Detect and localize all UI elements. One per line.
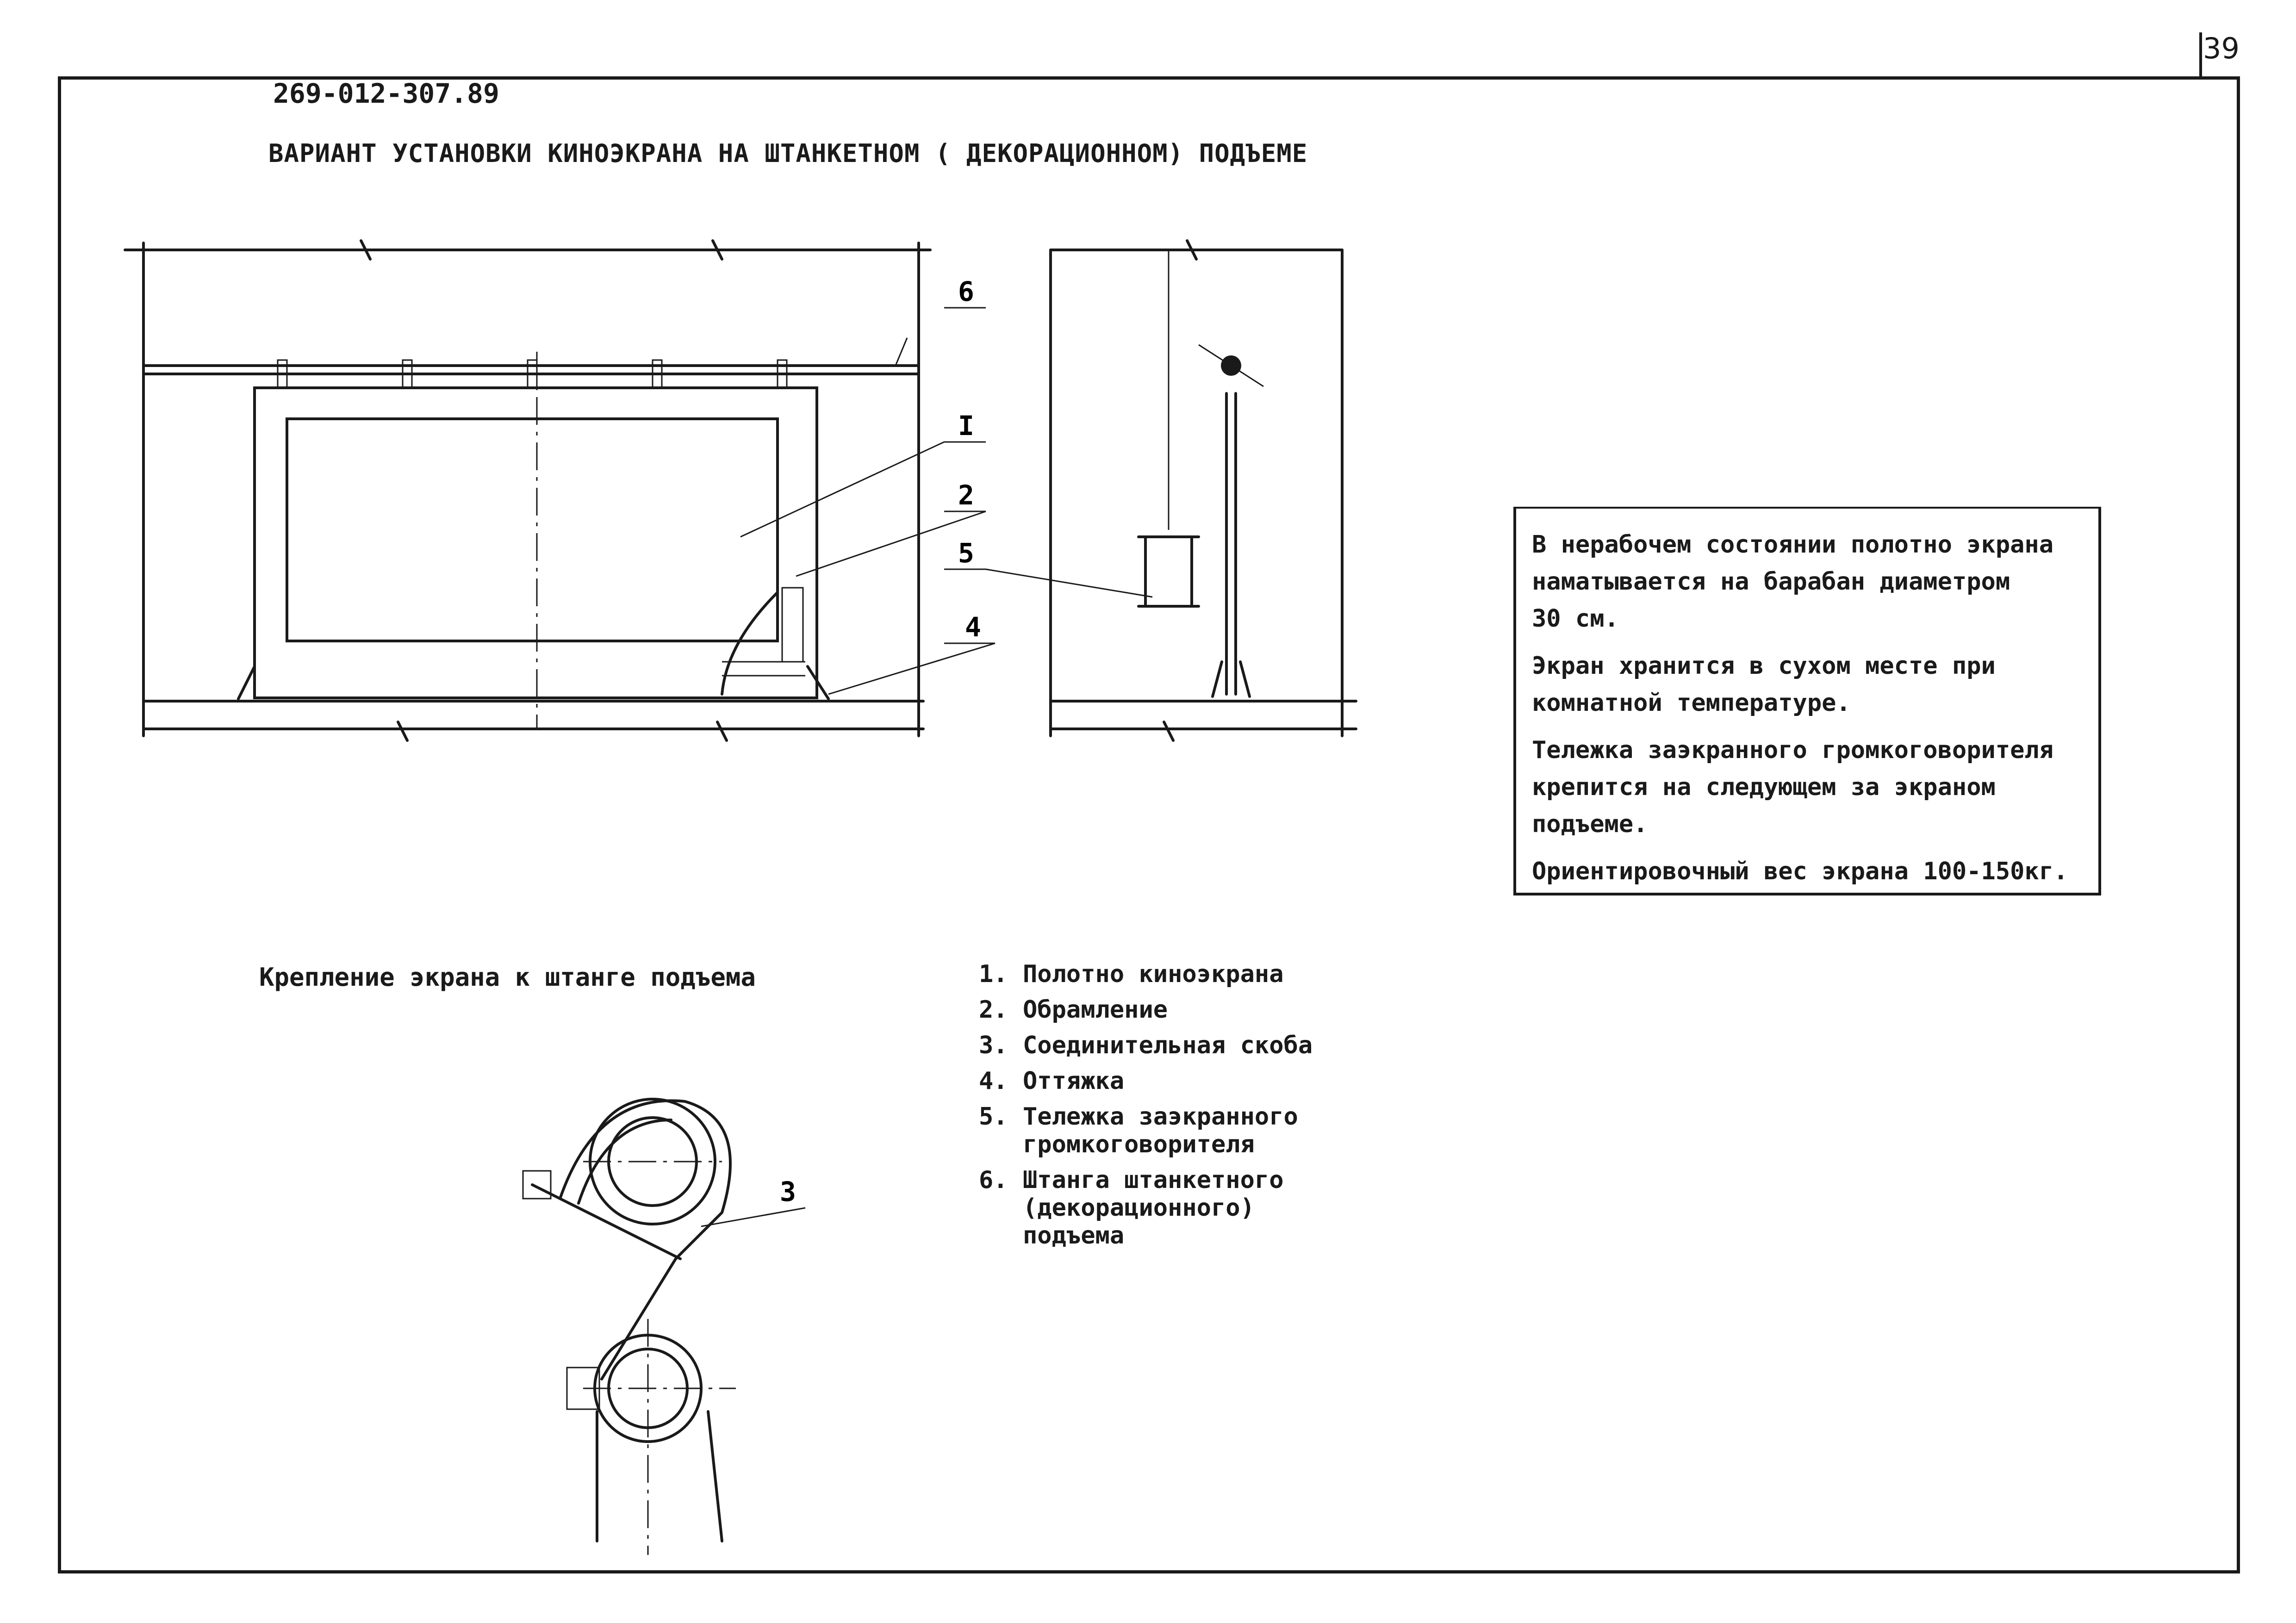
- screen-frame-outer: [253, 386, 818, 699]
- callout-5: 5: [958, 537, 974, 569]
- notes-box: В нерабочем состоянии полотно экрана нам…: [1513, 507, 2101, 895]
- legend-text: Штанга штанкетного (декорационного) подъ…: [1023, 1166, 1284, 1250]
- speaker-cart-body: [1144, 535, 1193, 608]
- corner-bracket: [781, 587, 804, 663]
- legend-text: Соединительная скоба: [1023, 1032, 1313, 1059]
- legend-item: 6. Штанга штанкетного (декорационного) п…: [979, 1166, 1395, 1250]
- legend-item: 1. Полотно киноэкрана: [979, 960, 1395, 988]
- legend-number: 4.: [979, 1067, 1008, 1095]
- legend-number: 1.: [979, 960, 1008, 988]
- leader-1: [740, 441, 945, 538]
- legend-text: Полотно киноэкрана: [1023, 960, 1284, 988]
- break-marks: [360, 239, 728, 742]
- legend-number: 3.: [979, 1032, 1008, 1059]
- guy-wire-left: [237, 665, 256, 700]
- support-right: [707, 1410, 723, 1542]
- legend-text: Обрамление: [1023, 996, 1168, 1024]
- leader-6: [895, 337, 908, 366]
- drawing-title: ВАРИАНТ УСТАНОВКИ КИНОЭКРАНА НА ШТАНКЕТН…: [268, 139, 1308, 168]
- page-number: 39: [2203, 31, 2240, 65]
- callout-3: 3: [780, 1176, 796, 1207]
- detail-title: Крепление экрана к штанге подъема: [259, 963, 756, 992]
- side-break-marks: [1163, 239, 1198, 742]
- note-4: Ориентировочный вес экрана 100-150кг.: [1532, 858, 2068, 885]
- leader-3: [701, 1207, 806, 1227]
- cutaway-curve: [721, 591, 779, 696]
- callout-6: 6: [958, 276, 974, 307]
- callout-2: 2: [958, 479, 974, 511]
- leader-4: [828, 642, 996, 695]
- clamp-strap-inner: [577, 1119, 672, 1205]
- callout-1: I: [958, 410, 974, 442]
- legend-text: Тележка заэкранного громкоговорителя: [1023, 1103, 1298, 1158]
- note-1: В нерабочем состоянии полотно экрана нам…: [1532, 531, 2054, 633]
- leader-2: [796, 510, 986, 577]
- front-elevation: [124, 239, 996, 742]
- drawing-frame: [58, 76, 2240, 1573]
- document-code: 269-012-307.89: [273, 78, 499, 109]
- guy-wire-right: [806, 665, 830, 700]
- clamp-bolt: [531, 1183, 682, 1260]
- note-2: Экран хранится в сухом месте при комнатн…: [1532, 652, 1996, 717]
- legend-number: 5.: [979, 1103, 1008, 1131]
- legend-item: 2. Обрамление: [979, 996, 1395, 1024]
- legend-item: 3. Соединительная скоба: [979, 1032, 1395, 1059]
- legend-item: 4. Оттяжка: [979, 1067, 1395, 1095]
- corner-hatching: [722, 661, 805, 677]
- leader-5: [985, 568, 1153, 598]
- fastening-detail: [522, 1098, 806, 1555]
- legend-number: 2.: [979, 996, 1008, 1024]
- note-3: Тележка заэкранного громкоговорителя кре…: [1532, 736, 2054, 838]
- legend-number: 6.: [979, 1166, 1008, 1194]
- legend: 1. Полотно киноэкрана 2. Обрамление 3. С…: [979, 960, 1395, 1257]
- screen-canvas: [286, 417, 779, 642]
- clamp-nut-upper: [522, 1170, 552, 1200]
- page-number-divider: [2199, 32, 2202, 76]
- side-elevation: [944, 239, 1357, 742]
- callout-4: 4: [965, 611, 981, 643]
- legend-text: Оттяжка: [1023, 1067, 1125, 1095]
- clamp-strap-outer: [559, 1099, 732, 1380]
- legend-item: 5. Тележка заэкранного громкоговорителя: [979, 1103, 1395, 1158]
- side-guy-wires: [1211, 660, 1251, 698]
- section-crosshair: [1198, 344, 1264, 387]
